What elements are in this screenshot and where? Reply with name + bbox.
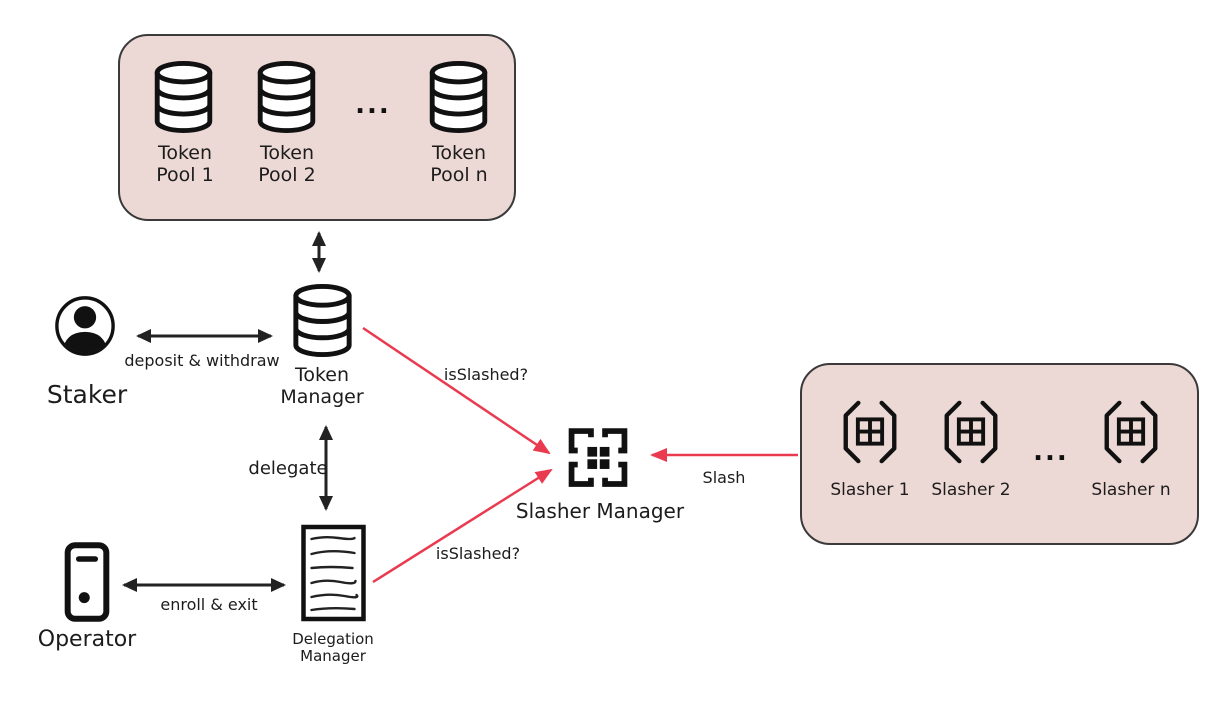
- staker-user-icon: [55, 296, 115, 356]
- token-pool-1-label: Token Pool 1: [156, 142, 214, 186]
- is-slashed-top-label: isSlashed?: [443, 365, 529, 384]
- slasher-n-icon: [1104, 400, 1158, 464]
- operator-label: Operator: [37, 627, 137, 652]
- token-pool-2-label: Token Pool 2: [258, 142, 316, 186]
- operator-server-icon: [64, 542, 110, 622]
- delegate-label: delegate: [248, 458, 328, 479]
- slasher-2-icon: [944, 400, 998, 464]
- token-pool-1-database-icon: [154, 60, 213, 134]
- slasher-manager-grid-icon: [568, 428, 628, 487]
- slashers-ellipsis: ...: [1033, 437, 1069, 467]
- pools-ellipsis: ...: [355, 90, 391, 120]
- slasher-manager-label: Slasher Manager: [515, 499, 685, 523]
- slasher-2-label: Slasher 2: [931, 480, 1011, 500]
- token-manager-database-icon: [293, 283, 352, 358]
- slasher-1-icon: [843, 400, 897, 464]
- token-pool-2-database-icon: [257, 60, 316, 134]
- token-manager-label: Token Manager: [280, 364, 364, 408]
- delegation-manager-document-icon: [301, 524, 366, 622]
- is-slashed-bottom-arrow: [372, 468, 553, 584]
- is-slashed-top-arrow: [362, 326, 551, 455]
- enroll-exit-label: enroll & exit: [160, 595, 258, 614]
- slasher-1-label: Slasher 1: [830, 480, 910, 500]
- deposit-withdraw-label: deposit & withdraw: [124, 351, 280, 370]
- slashers-box: [800, 363, 1199, 545]
- token-pool-n-database-icon: [429, 60, 488, 134]
- slasher-n-label: Slasher n: [1091, 480, 1171, 500]
- staker-label: Staker: [46, 380, 128, 409]
- is-slashed-bottom-label: isSlashed?: [435, 544, 521, 563]
- delegation-manager-label: Delegation Manager: [292, 630, 374, 666]
- token-pool-n-label: Token Pool n: [430, 142, 488, 186]
- slash-label: Slash: [702, 468, 746, 487]
